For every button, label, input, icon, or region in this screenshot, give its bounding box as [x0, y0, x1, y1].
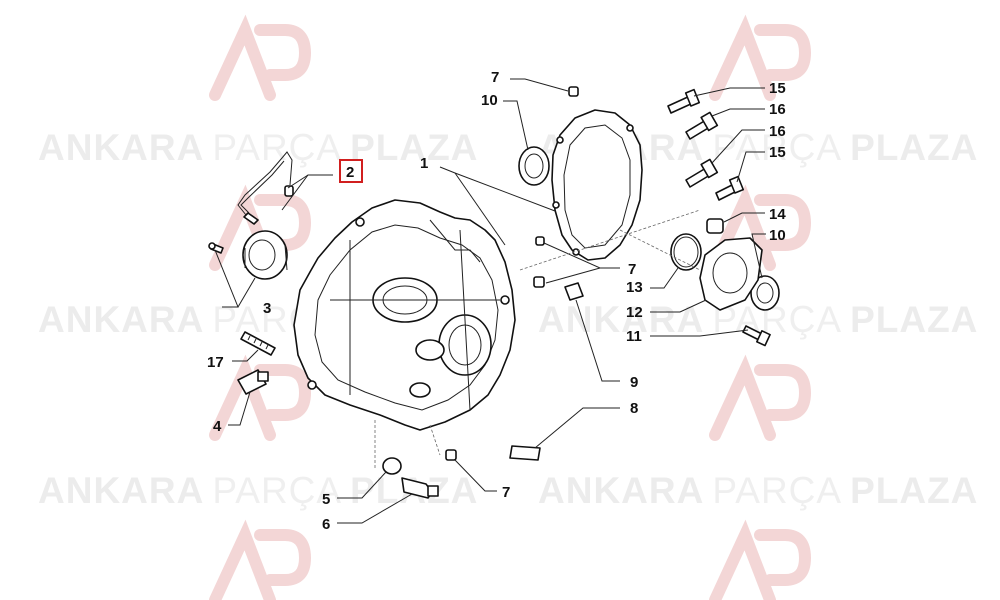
leader-10-right: [751, 233, 766, 279]
gearbox-housing: [293, 199, 516, 431]
leader-16-upper: [711, 108, 765, 117]
callout-9: 9: [630, 374, 638, 391]
hydraulic-pipe: [237, 151, 294, 225]
leader-6: [337, 493, 413, 524]
leader-4: [228, 391, 251, 426]
seal-right: [750, 275, 780, 311]
watermark-logo-bottom-right: [709, 519, 812, 600]
leader-7-top: [510, 78, 569, 92]
leader-15-lower: [736, 151, 765, 183]
callout-10-right: 10: [769, 227, 786, 244]
callout-16-upper: 16: [769, 101, 786, 118]
magnet-8: [509, 445, 541, 461]
leader-17: [232, 349, 259, 362]
leader-lines: [214, 78, 766, 524]
plug-7-right: [533, 276, 545, 288]
callout-5: 5: [322, 491, 330, 508]
callout-2: 2: [346, 164, 354, 181]
bolt-3: [208, 242, 224, 254]
callout-7-mid: 7: [628, 261, 636, 278]
leader-5: [337, 471, 387, 499]
watermark-logo-low-right: [709, 354, 812, 441]
plug-7-mid: [535, 236, 545, 246]
highlight-box: [339, 159, 363, 183]
leader-7-bottom: [454, 459, 497, 492]
sensor-4: [237, 369, 269, 395]
bolt-16-upper: [685, 111, 719, 140]
bolt-15-lower: [715, 175, 745, 201]
leader-13: [650, 267, 679, 289]
watermark-logo-low-left: [209, 354, 312, 441]
leader-8: [534, 407, 620, 449]
callout-15-lower: 15: [769, 144, 786, 161]
o-ring: [670, 233, 702, 271]
leader-2b: [287, 174, 309, 189]
watermark-logo-top-right: [709, 14, 812, 101]
callout-10-upper: 10: [481, 92, 498, 109]
bushing: [706, 218, 724, 234]
leader-12: [650, 299, 707, 313]
callout-8: 8: [630, 400, 638, 417]
leader-3b: [237, 277, 256, 308]
bolt-15-upper: [667, 88, 701, 114]
seal-upper: [518, 146, 550, 186]
callout-7-bottom: 7: [502, 484, 510, 501]
callout-12: 12: [626, 304, 643, 321]
watermark-logo-top-left: [209, 14, 312, 101]
leader-14: [723, 212, 765, 223]
bush-5: [382, 457, 402, 475]
callout-17: 17: [207, 354, 224, 371]
callout-15-upper: 15: [769, 80, 786, 97]
callout-1: 1: [420, 155, 428, 172]
leader-1b: [454, 172, 506, 246]
bolt-16-lower: [685, 158, 719, 188]
plug-7-bottom: [445, 449, 457, 461]
leader-7-mid-b: [545, 267, 601, 284]
bolt-11: [742, 325, 771, 347]
rear-cover: [551, 109, 643, 261]
callout-6: 6: [322, 516, 330, 533]
leader-10-upper: [503, 100, 529, 151]
leader-11: [650, 329, 749, 337]
flange-plate: [699, 237, 763, 311]
stud-17: [240, 331, 276, 356]
leader-15-upper: [693, 87, 765, 97]
plug-7-top: [568, 86, 579, 97]
callout-14: 14: [769, 206, 786, 223]
callout-16-lower: 16: [769, 123, 786, 140]
slave-cylinder: [242, 230, 288, 280]
watermark-logos: [209, 14, 812, 600]
magnet-9: [564, 282, 584, 301]
sensor-6: [401, 477, 439, 499]
callout-7-top: 7: [491, 69, 499, 86]
callout-4: 4: [213, 418, 222, 435]
leader-16-lower: [711, 129, 765, 164]
callout-11: 11: [626, 328, 642, 345]
leader-9: [575, 299, 620, 382]
callout-labels: 1 2 3 4 5 6 7 7 7 8 9 10 10 11 12 13 14 …: [207, 69, 786, 533]
callout-3: 3: [263, 300, 271, 317]
callout-13: 13: [626, 279, 643, 296]
watermark-logo-bottom-left: [209, 519, 312, 600]
